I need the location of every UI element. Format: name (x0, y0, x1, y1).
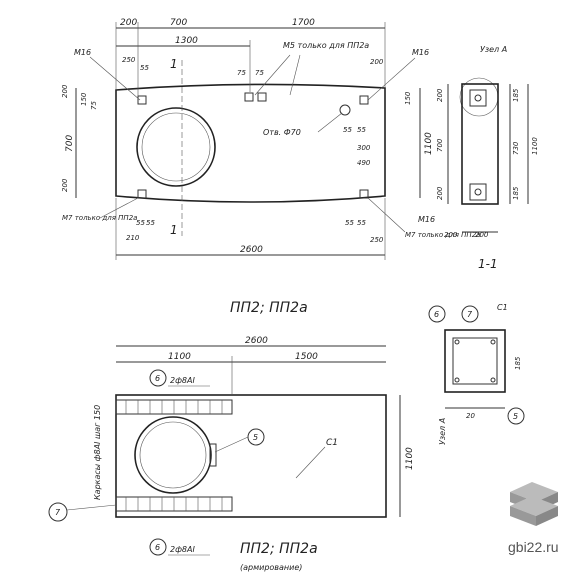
dim-1700: 1700 (292, 18, 315, 28)
small-dim: 490 (357, 159, 371, 167)
note-m16-right: М16 (412, 48, 429, 57)
small-dim: 250 (122, 56, 136, 64)
sec-dim: 1100 (531, 137, 539, 155)
small-dim: 55 (345, 219, 354, 227)
small-dim: 210 (126, 234, 140, 242)
plate-m5-a (244, 92, 254, 102)
node-a-detail: 6 7 C1 5 185 20 Узел А (428, 303, 525, 445)
reinforcement-view: 2600 1100 1500 1100 2ф8AI 2ф8AI Каркасы … (48, 336, 415, 556)
sec-dim: 200 (444, 231, 458, 239)
hole-70 (339, 104, 351, 116)
bar-bottom-label: 2ф8AI (170, 545, 195, 554)
plate-m16-right (359, 95, 369, 105)
dim-2600-reinf: 2600 (245, 336, 268, 346)
right-dim: 150 (404, 91, 412, 105)
section-mark: 1 (170, 57, 178, 71)
small-dim: 300 (357, 144, 371, 152)
small-dim: 250 (370, 236, 384, 244)
left-dim: 75 (90, 101, 98, 110)
dim-2600: 2600 (240, 245, 263, 255)
side-note: Каркасы ф8AI шаг 150 (93, 405, 102, 500)
opening-circle-reinf (134, 416, 212, 494)
callout-6-bottom: 6 (155, 543, 160, 552)
plate-m7-right (359, 189, 369, 199)
bar-top-label: 2ф8AI (170, 376, 195, 385)
sec-dim: 200 (475, 231, 489, 239)
small-dim: 55 (343, 126, 352, 134)
note-m7-left: М7 только для ПП2а (62, 214, 137, 222)
sec-dim: 730 (512, 141, 520, 155)
node-a-label: Узел А (480, 45, 507, 54)
section-1-1: Узел А 200 700 200 185 730 185 1100 200 … (436, 45, 539, 271)
dim-1500: 1500 (295, 352, 318, 362)
node-callout-7: 7 (467, 310, 473, 319)
caption-sub: (армирование) (240, 563, 302, 572)
sec-dim: 200 (436, 186, 444, 200)
plate-m7-left (137, 189, 147, 199)
watermark-logo-icon (510, 482, 558, 526)
small-dim: 55 (357, 219, 366, 227)
note-hole: Отв. Ф70 (263, 128, 301, 137)
callout-c1: C1 (326, 438, 338, 448)
small-dim: 75 (255, 69, 264, 77)
right-dim: 1100 (424, 132, 434, 155)
caption-top: ПП2; ПП2а (230, 300, 308, 316)
sec-dim: 185 (512, 88, 520, 102)
caption-bottom: ПП2; ПП2а (240, 541, 318, 557)
note-m16-bottom: М16 (418, 215, 435, 224)
small-dim: 75 (237, 69, 246, 77)
node-callout-5: 5 (513, 412, 518, 421)
sec-dim: 200 (436, 88, 444, 102)
plate-m5-b (257, 92, 267, 102)
note-m16-left: М16 (74, 48, 91, 57)
left-dim: 200 (61, 84, 69, 98)
note-m5: М5 только для ПП2а (283, 41, 369, 50)
dim-1300: 1300 (175, 36, 198, 46)
dim-1100-height: 1100 (405, 447, 415, 470)
note-m7-right: М7 только для ПП2а (405, 231, 480, 239)
small-dim: 55 (140, 64, 149, 72)
watermark-text: gbi22.ru (508, 539, 559, 555)
sec-dim: 700 (436, 138, 444, 152)
small-dim: 55 (146, 219, 155, 227)
opening-circle (136, 107, 216, 187)
slab-outline (115, 83, 386, 203)
callout-6-top: 6 (155, 374, 160, 383)
section-mark: 1 (170, 223, 178, 237)
node-callout-6: 6 (434, 310, 439, 319)
plate-m16-left (137, 95, 147, 105)
section-outline (461, 83, 499, 205)
node-a-title: Узел А (438, 418, 447, 445)
callout-7: 7 (55, 508, 61, 517)
slab-outline-reinf (115, 394, 387, 518)
small-dim: 55 (136, 219, 145, 227)
sec-dim: 185 (512, 186, 520, 200)
node-dim: 20 (466, 412, 475, 420)
dim-1100: 1100 (168, 352, 191, 362)
opening-circle-inner (141, 112, 211, 182)
small-dim: 200 (370, 58, 384, 66)
left-dim: 200 (61, 178, 69, 192)
dim-200: 200 (120, 18, 137, 28)
left-dim: 150 (80, 92, 88, 106)
top-plan-view: 200 700 1700 1300 М16 М5 только для ПП2а… (61, 18, 480, 260)
node-dim: 185 (514, 356, 522, 370)
left-dim: 700 (65, 135, 75, 152)
callout-5: 5 (253, 433, 258, 442)
dim-700: 700 (170, 18, 187, 28)
section-label: 1-1 (478, 257, 498, 271)
small-dim: 55 (357, 126, 366, 134)
node-callout-c1: C1 (497, 303, 508, 312)
